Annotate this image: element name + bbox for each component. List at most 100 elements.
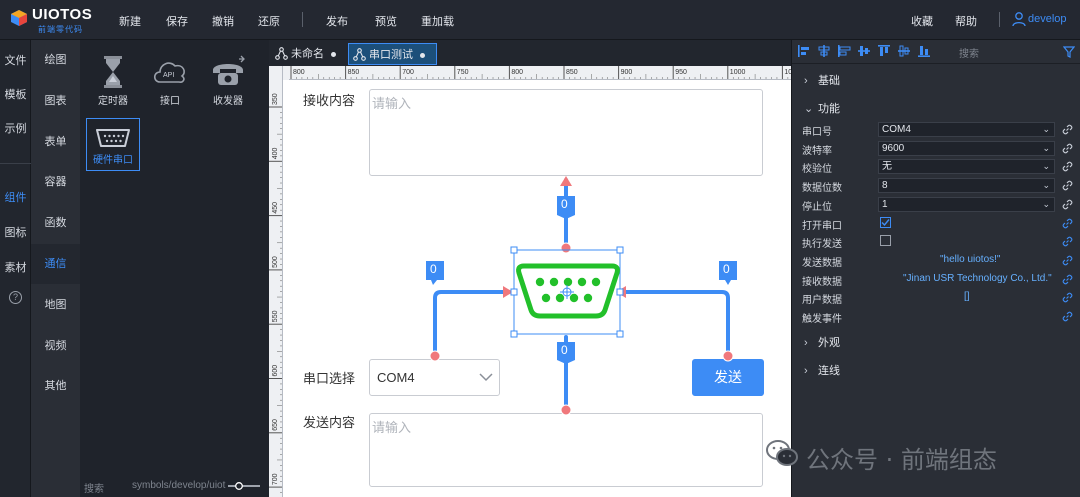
- distribute-icon[interactable]: [917, 44, 931, 58]
- palette-item-serial-port[interactable]: 硬件串口: [86, 118, 142, 171]
- port-select[interactable]: COM4: [369, 359, 500, 396]
- document-tabs: 未命名 串口测试: [269, 40, 791, 66]
- palette-item-api[interactable]: API 接口: [142, 54, 198, 107]
- filter-icon[interactable]: [1063, 46, 1075, 58]
- send-content-textarea[interactable]: 请输入: [369, 413, 763, 487]
- tab-label: 串口测试: [369, 49, 413, 61]
- category-functions[interactable]: 函数: [44, 217, 67, 229]
- link-icon[interactable]: [1062, 274, 1073, 285]
- prop-select-stop-bits[interactable]: 1⌄: [878, 197, 1055, 212]
- new-button[interactable]: 新建: [119, 16, 141, 28]
- category-video[interactable]: 视频: [44, 340, 67, 352]
- category-forms[interactable]: 表单: [44, 136, 67, 148]
- category-charts[interactable]: 图表: [44, 95, 67, 107]
- rail-item-assets[interactable]: 素材: [4, 262, 27, 274]
- horizontal-ruler[interactable]: 80085070075080085090095010001050: [289, 66, 791, 80]
- palette-search[interactable]: 搜索: [84, 484, 104, 495]
- rail-item-icons[interactable]: 图标: [4, 227, 27, 239]
- link-icon[interactable]: [1062, 161, 1073, 172]
- ruler-tick-label: 1050: [784, 69, 791, 76]
- rail-item-file[interactable]: 文件: [4, 55, 27, 67]
- link-icon[interactable]: [1062, 311, 1073, 322]
- zoom-slider[interactable]: [228, 482, 260, 490]
- category-maps[interactable]: 地图: [44, 299, 67, 311]
- favorites-button[interactable]: 收藏: [911, 16, 933, 28]
- palette-item-transceiver[interactable]: 收发器: [200, 54, 256, 107]
- design-canvas[interactable]: 接收内容 请输入 串口选择 COM4 发送 发送内容 请输入: [283, 80, 791, 497]
- anchor-point: [560, 242, 572, 254]
- category-other[interactable]: 其他: [44, 380, 67, 392]
- undo-button[interactable]: 撤销: [212, 16, 234, 28]
- send-button[interactable]: 发送: [692, 359, 764, 396]
- link-icon[interactable]: [1062, 199, 1073, 210]
- link-icon[interactable]: [1062, 255, 1073, 266]
- category-draw[interactable]: 绘图: [44, 54, 67, 66]
- prop-select-data-bits[interactable]: 8⌄: [878, 178, 1055, 193]
- receive-content-textarea[interactable]: 请输入: [369, 89, 763, 176]
- link-icon[interactable]: [1062, 143, 1073, 154]
- align-bottom-icon[interactable]: [897, 44, 911, 58]
- palette-label: 硬件串口: [93, 155, 133, 166]
- link-icon[interactable]: [1062, 292, 1073, 303]
- section-label: 外观: [818, 337, 840, 349]
- preview-button[interactable]: 预览: [375, 16, 397, 28]
- link-icon[interactable]: [1062, 236, 1073, 247]
- align-left-icon[interactable]: [797, 44, 811, 58]
- ruler-tick-label: 450: [272, 202, 279, 214]
- palette-label: 收发器: [213, 96, 243, 107]
- component-palette: 定时器 API 接口 收发器 硬件串口 搜索: [80, 40, 269, 497]
- align-toolbar: 搜索: [792, 40, 1080, 64]
- tab-untitled[interactable]: 未命名: [271, 43, 345, 65]
- link-icon[interactable]: [1062, 180, 1073, 191]
- ruler-tick-label: 950: [675, 69, 687, 76]
- toolbar-divider: [302, 12, 303, 27]
- prop-checkbox-open-port[interactable]: [880, 217, 891, 228]
- align-right-icon[interactable]: [837, 44, 851, 58]
- prop-select-port-number[interactable]: COM4⌄: [878, 122, 1055, 137]
- prop-value-send-data[interactable]: "hello uiotos!": [940, 254, 1001, 265]
- publish-button[interactable]: 发布: [326, 16, 348, 28]
- section-basic[interactable]: ›基础: [804, 72, 840, 88]
- wechat-icon: [766, 440, 798, 466]
- section-function[interactable]: ⌄功能: [804, 100, 840, 116]
- prop-select-baud-rate[interactable]: 9600⌄: [878, 141, 1055, 156]
- send-content-label: 发送内容: [303, 415, 356, 430]
- rail-item-examples[interactable]: 示例: [4, 123, 27, 135]
- prop-value-user-data[interactable]: []: [964, 291, 970, 302]
- align-middle-icon[interactable]: [877, 44, 891, 58]
- prop-select-parity[interactable]: 无⌄: [878, 159, 1055, 174]
- link-icon[interactable]: [1062, 124, 1073, 135]
- rail-divider: [0, 163, 31, 164]
- tab-serial-test[interactable]: 串口测试: [348, 43, 437, 65]
- rail-item-components[interactable]: 组件: [4, 192, 27, 204]
- rail-item-templates[interactable]: 模板: [4, 89, 27, 101]
- prop-value-receive-data[interactable]: "Jinan USR Technology Co., Ltd.": [903, 273, 1052, 284]
- reload-button[interactable]: 重加载: [421, 16, 454, 28]
- help-circle-icon[interactable]: ?: [9, 291, 22, 304]
- prop-select-value: 9600: [882, 143, 905, 154]
- ruler-tick-label: 900: [621, 69, 633, 76]
- section-label: 连线: [818, 365, 840, 377]
- chevron-down-icon: ⌄: [1042, 199, 1050, 209]
- connector-left: [433, 290, 511, 357]
- align-top-icon[interactable]: [857, 44, 871, 58]
- watermark-text: 公众号 · 前端组态: [806, 446, 997, 474]
- palette-item-timer[interactable]: 定时器: [85, 54, 141, 107]
- app-logo[interactable]: UIOTOS 前端零代码: [10, 6, 100, 34]
- user-name[interactable]: develop: [1028, 13, 1067, 25]
- port-badge-top: 0: [561, 197, 568, 211]
- section-appearance[interactable]: ›外观: [804, 334, 840, 350]
- user-icon[interactable]: [1011, 11, 1027, 27]
- section-connection[interactable]: ›连线: [804, 362, 840, 378]
- category-communication[interactable]: 通信: [31, 244, 80, 284]
- save-button[interactable]: 保存: [166, 16, 188, 28]
- panel-search[interactable]: 搜索: [959, 49, 979, 60]
- redo-button[interactable]: 还原: [258, 16, 280, 28]
- chevron-down-icon: [479, 373, 493, 382]
- link-icon[interactable]: [1062, 218, 1073, 229]
- category-containers[interactable]: 容器: [44, 176, 67, 188]
- prop-checkbox-execute-send[interactable]: [880, 235, 891, 246]
- help-button[interactable]: 帮助: [955, 16, 977, 28]
- align-center-h-icon[interactable]: [817, 44, 831, 58]
